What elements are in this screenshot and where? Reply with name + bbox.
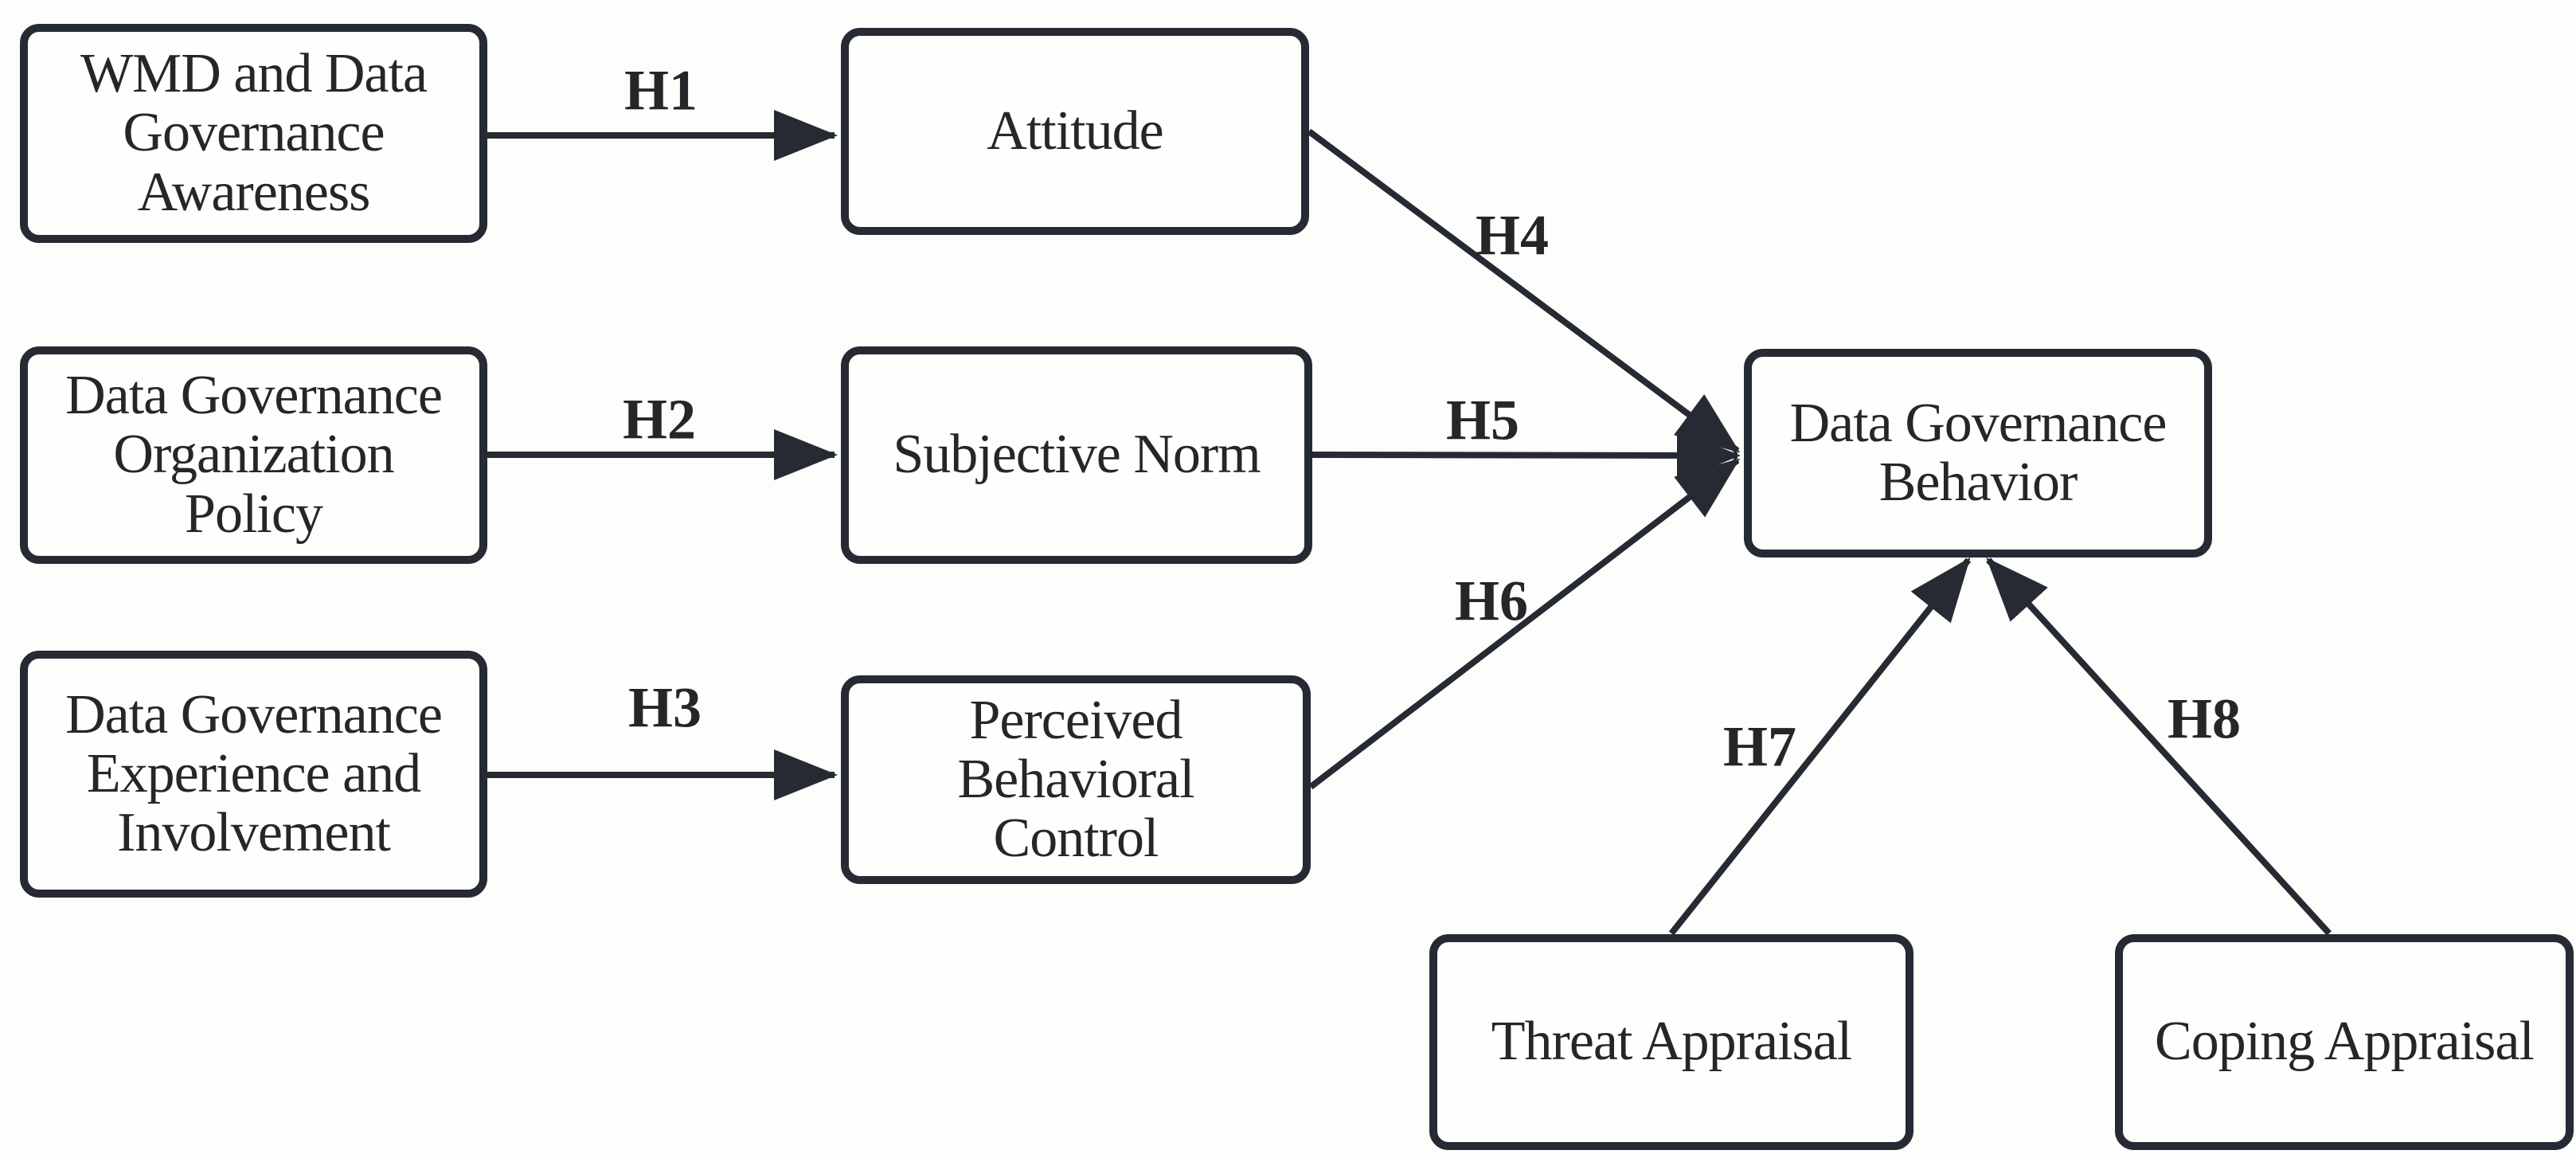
node-label-line: Policy: [185, 483, 323, 545]
node-experience-involvement: Data Governance Experience and Involveme…: [20, 651, 487, 898]
node-label-line: Coping Appraisal: [2155, 1011, 2535, 1073]
node-label: Data Governance Experience and Involveme…: [65, 683, 443, 864]
node-label-line: Attitude: [987, 100, 1163, 162]
node-label: Subjective Norm: [893, 424, 1261, 486]
node-org-policy: Data Governance Organization Policy: [20, 346, 487, 564]
node-label-line: Threat Appraisal: [1491, 1011, 1852, 1073]
edge-label-h5: H5: [1445, 388, 1520, 452]
edge-label-h1: H1: [623, 58, 698, 123]
node-label: WMD and Data Governance Awareness: [80, 43, 428, 223]
node-label-line: Governance: [123, 102, 385, 164]
edge-h4-arrow: [1307, 128, 1741, 454]
edge-label-h6: H6: [1454, 569, 1529, 633]
node-label-line: Data Governance: [1789, 392, 2168, 454]
node-label-line: Involvement: [117, 802, 391, 864]
node-label: Attitude: [987, 100, 1163, 162]
node-label-line: Organization: [113, 424, 394, 486]
node-label-line: Subjective Norm: [893, 424, 1261, 486]
node-label-line: Awareness: [137, 161, 371, 223]
node-subjective-norm: Subjective Norm: [841, 346, 1312, 564]
node-label-line: Behavioral: [957, 748, 1194, 810]
node-label-line: WMD and Data: [80, 43, 428, 105]
edge-h8-arrow: [1986, 557, 2332, 936]
node-label-line: Behavior: [1878, 452, 2078, 513]
node-label: Perceived Behavioral Control: [957, 689, 1194, 870]
edge-h6-arrow: [1308, 457, 1741, 790]
node-label-line: Perceived: [969, 689, 1183, 751]
node-label: Data Governance Behavior: [1789, 392, 2168, 513]
edge-label-h3: H3: [627, 675, 702, 740]
node-perceived-behavioral-control: Perceived Behavioral Control: [841, 675, 1311, 884]
edge-label-h2: H2: [622, 387, 697, 452]
node-label-line: Data Governance: [65, 683, 443, 745]
edge-label-h4: H4: [1475, 203, 1550, 268]
node-label-line: Data Governance: [65, 365, 443, 427]
node-wmd-awareness: WMD and Data Governance Awareness: [20, 24, 487, 243]
node-label: Coping Appraisal: [2155, 1011, 2535, 1073]
edge-label-h7: H7: [1722, 714, 1797, 779]
node-label: Threat Appraisal: [1491, 1011, 1852, 1073]
node-label-line: Control: [993, 808, 1159, 870]
edge-h7-arrow: [1668, 557, 1972, 936]
node-label: Data Governance Organization Policy: [65, 365, 443, 545]
node-data-governance-behavior: Data Governance Behavior: [1744, 349, 2212, 557]
node-threat-appraisal: Threat Appraisal: [1429, 934, 1913, 1150]
node-attitude: Attitude: [841, 28, 1309, 235]
node-label-line: Experience and: [86, 742, 421, 804]
node-coping-appraisal: Coping Appraisal: [2115, 934, 2574, 1150]
edge-label-h8: H8: [2167, 687, 2242, 751]
edge-h5-arrow: [1311, 429, 1741, 481]
